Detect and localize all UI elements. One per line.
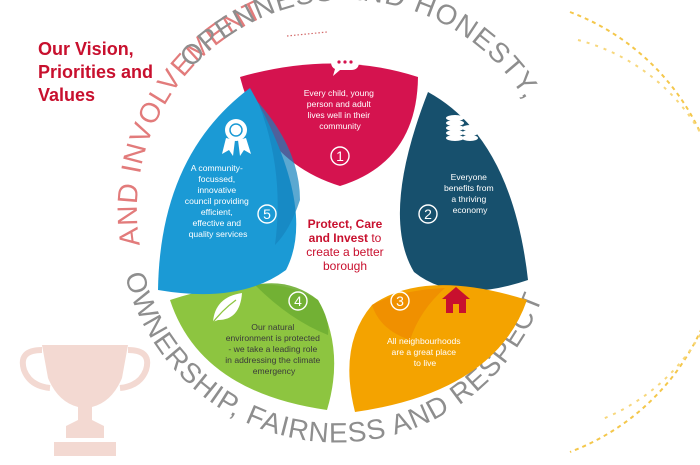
ring-dotted-connector — [286, 31, 328, 37]
petal-3-number-badge — [390, 291, 410, 311]
petal-4-number: 4 — [294, 293, 302, 309]
petal-1: 1 Every child, young person and adult li… — [240, 54, 418, 186]
petal-1-number-badge — [330, 146, 350, 166]
petal-5-shape — [158, 88, 297, 295]
petal-1-text: Every child, young person and adult live… — [304, 88, 377, 131]
petal-4-overlap — [255, 283, 329, 335]
title-line-2: Priorities and — [38, 62, 154, 82]
page-title: Our Vision, Priorities and Values — [38, 38, 188, 107]
petal-2-shape — [399, 92, 528, 291]
petal-3-overlap — [372, 288, 445, 340]
coin-stack-icon — [446, 115, 478, 141]
center-line-4: borough — [323, 259, 367, 273]
petal-3-number: 3 — [396, 293, 404, 309]
petal-4-number-badge — [288, 291, 308, 311]
award-rosette-icon — [222, 119, 251, 156]
leaf-icon — [209, 293, 242, 327]
petal-2-number-badge — [418, 204, 438, 224]
center-line-3: create a better — [306, 245, 383, 259]
petal-2-number: 2 — [424, 206, 432, 222]
title-line-1: Our Vision, — [38, 39, 134, 59]
petal-5-overlap — [258, 102, 300, 245]
petal-1-shape — [240, 63, 418, 186]
petal-3-text: All neighbourhoods are a great place to … — [387, 336, 463, 368]
title-line-3: Values — [38, 85, 96, 105]
petal-1-number: 1 — [336, 148, 344, 164]
petal-4-text: Our natural environment is protected - w… — [225, 322, 322, 376]
petal-5-number-badge — [257, 204, 277, 224]
gold-arc-outer — [569, 11, 700, 453]
petal-4: 4 Our natural environment is protected -… — [170, 283, 335, 410]
center-line-1: Protect, Care — [308, 217, 383, 231]
petal-2: 2 Everyone benefits from a thriving econ… — [399, 92, 528, 291]
petal-5-number: 5 — [263, 206, 271, 222]
house-icon — [442, 287, 470, 313]
petal-5: 5 A community- focussed, innovative coun… — [158, 88, 300, 295]
petal-5-text: A community- focussed, innovative counci… — [185, 163, 251, 239]
center-statement: Protect, Care and Invest to create a bet… — [306, 217, 383, 273]
center-line-2: and Invest to — [309, 231, 382, 245]
petal-3: 3 All neighbourhoods are a great place t… — [349, 285, 527, 412]
petal-2-text: Everyone benefits from a thriving econom… — [444, 172, 496, 215]
gold-arc-decoration — [569, 11, 700, 453]
trophy-icon — [19, 345, 151, 456]
speech-bubble-icon — [331, 54, 359, 76]
